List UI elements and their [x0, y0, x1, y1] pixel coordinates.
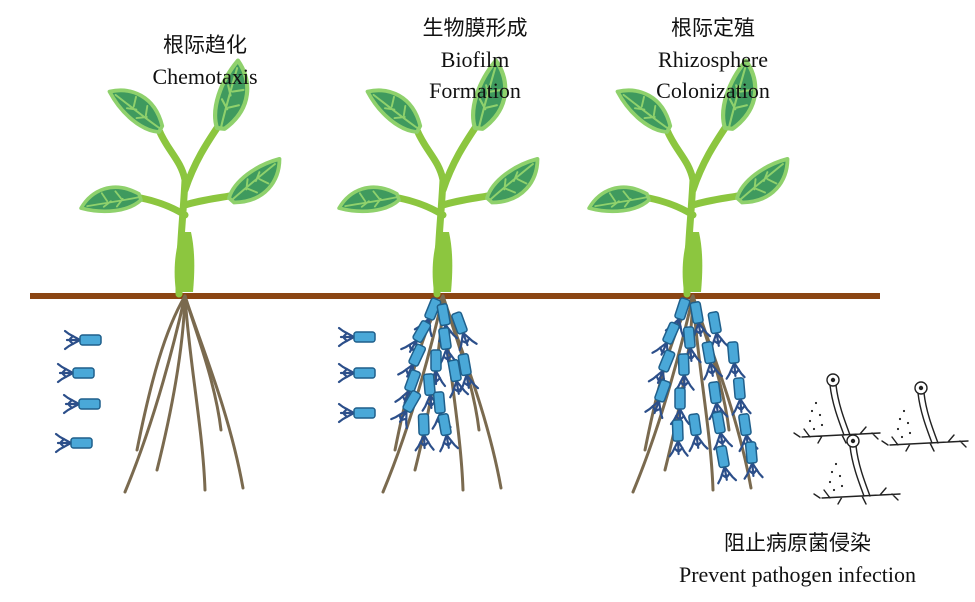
stage-title-en: Biofilm — [440, 47, 510, 72]
bacterium-icon — [725, 341, 746, 380]
bacterium-icon — [669, 387, 691, 426]
stage-title-en: Chemotaxis — [152, 64, 258, 89]
stem-base — [682, 232, 703, 292]
root — [183, 294, 207, 492]
bacterium-icon — [397, 343, 427, 384]
bacterium-icon — [738, 413, 759, 453]
leaf — [213, 58, 250, 131]
pathogen-fungus-icon — [881, 381, 969, 452]
plant — [79, 58, 282, 494]
bacterium-icon — [63, 329, 102, 351]
bacterium-icon — [438, 327, 459, 367]
leaf — [721, 58, 758, 131]
stage-title-en-line2: Formation — [429, 78, 521, 103]
root-system — [123, 294, 245, 494]
bacterium-icon — [337, 326, 376, 348]
pathogen-fungus-icon — [793, 373, 881, 444]
plant — [587, 58, 790, 494]
bacterium-icon — [56, 362, 95, 384]
leaf — [735, 156, 790, 205]
root — [123, 294, 187, 494]
bacterium-icon — [62, 393, 101, 415]
bacterium-icon — [668, 419, 689, 458]
bacterium-icon — [715, 445, 738, 485]
stem — [395, 121, 491, 298]
stem — [645, 121, 741, 298]
stem-base — [432, 232, 453, 292]
bacterium-icon — [743, 441, 764, 480]
bacterium-icon — [457, 353, 480, 393]
leaf — [337, 185, 401, 214]
stage-title-en-line2: Colonization — [656, 78, 770, 103]
bacterium-icon — [447, 359, 470, 399]
stem-base — [174, 232, 195, 292]
outcome-title-en: Prevent pathogen infection — [678, 562, 917, 587]
bacterium-icon — [674, 353, 695, 392]
stage-title-zh: 根际定殖 — [671, 16, 755, 40]
stage-label-colonization: 根际定殖 Rhizosphere Colonization — [618, 13, 808, 106]
pathogen-fungus-icon — [813, 434, 901, 505]
bacterium-icon — [337, 362, 376, 384]
root — [155, 294, 187, 472]
bacterium-icon — [451, 311, 478, 352]
leaf — [227, 156, 282, 205]
bacterium-icon — [414, 413, 435, 452]
stage-label-chemotaxis: 根际趋化 Chemotaxis — [120, 30, 290, 92]
leaf — [587, 185, 651, 214]
stage-title-en: Rhizosphere — [658, 47, 768, 72]
leaf — [107, 88, 165, 134]
leaf — [471, 58, 508, 131]
bacterium-icon — [390, 390, 422, 430]
bacterium-icon — [708, 381, 729, 421]
stage-title-zh: 根际趋化 — [163, 33, 247, 57]
outcome-title-zh: 阻止病原菌侵染 — [724, 531, 871, 555]
bacterium-icon — [400, 320, 432, 360]
stem — [137, 121, 233, 298]
stage-title-zh: 生物膜形成 — [422, 16, 528, 40]
leaf — [615, 88, 673, 134]
bacterium-icon — [688, 413, 709, 453]
outcome-label: 阻止病原菌侵染 Prevent pathogen infection — [650, 528, 945, 590]
root — [135, 294, 187, 452]
bacterium-icon — [54, 432, 93, 454]
leaf — [79, 185, 143, 214]
stage-label-biofilm: 生物膜形成 Biofilm Formation — [390, 13, 560, 106]
root-system — [631, 294, 753, 494]
bacterium-icon — [437, 413, 460, 453]
bacterium-icon — [711, 411, 734, 451]
bacterium-icon — [644, 379, 671, 420]
leaf — [365, 88, 423, 134]
bacterium-icon — [731, 377, 752, 416]
bacterium-icon — [337, 402, 376, 424]
leaf — [485, 156, 540, 205]
root — [183, 294, 223, 432]
bacterium-icon — [701, 341, 724, 381]
